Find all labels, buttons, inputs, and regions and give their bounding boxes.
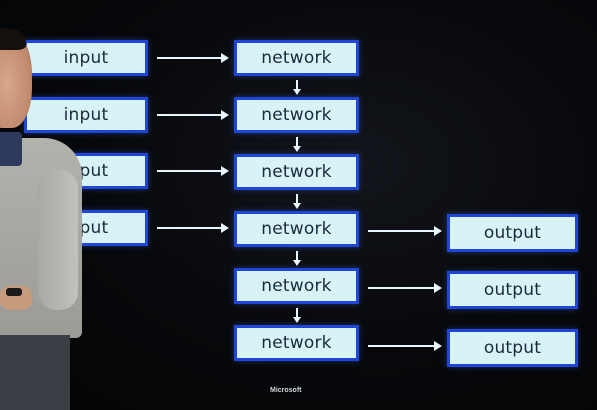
- arrow-input-to-network-4: [157, 223, 229, 233]
- arrow-input-to-network-2: [157, 110, 229, 120]
- output-box-1: output: [447, 214, 578, 252]
- network-box-6: network: [234, 325, 359, 361]
- network-box-5: network: [234, 268, 359, 304]
- microsoft-logo: Microsoft: [270, 387, 302, 394]
- output-label: output: [483, 280, 542, 300]
- network-label: network: [261, 162, 332, 182]
- network-box-3: network: [234, 154, 359, 190]
- presenter: [0, 0, 100, 410]
- arrow-network-1-to-2: [293, 80, 301, 95]
- presenter-collar: [0, 132, 22, 166]
- output-box-2: output: [447, 271, 578, 309]
- arrow-network-to-output-3: [368, 341, 442, 351]
- network-label: network: [261, 276, 332, 296]
- arrow-input-to-network-1: [157, 53, 229, 63]
- output-box-3: output: [447, 329, 578, 367]
- arrow-network-to-output-2: [368, 283, 442, 293]
- input-label: input: [63, 105, 109, 125]
- presentation-clicker: [6, 288, 22, 296]
- presenter-pants: [0, 335, 70, 410]
- network-label: network: [261, 48, 332, 68]
- network-label: network: [261, 105, 332, 125]
- arrow-network-2-to-3: [293, 137, 301, 152]
- input-label: input: [63, 48, 109, 68]
- output-label: output: [483, 338, 542, 358]
- network-box-4: network: [234, 211, 359, 247]
- arrow-network-4-to-5: [293, 251, 301, 266]
- arrow-network-3-to-4: [293, 194, 301, 209]
- input-box-1: input: [24, 40, 148, 76]
- output-label: output: [483, 223, 542, 243]
- arrow-network-to-output-1: [368, 226, 442, 236]
- network-label: network: [261, 219, 332, 239]
- arrow-network-5-to-6: [293, 308, 301, 323]
- network-box-1: network: [234, 40, 359, 76]
- network-label: network: [261, 333, 332, 353]
- network-box-2: network: [234, 97, 359, 133]
- presenter-arm: [38, 170, 78, 310]
- arrow-input-to-network-3: [157, 166, 229, 176]
- presenter-hair: [0, 28, 26, 50]
